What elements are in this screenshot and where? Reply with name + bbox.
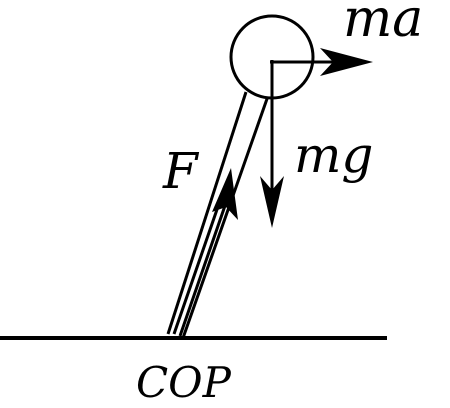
force-arrow-shaft-right	[178, 196, 230, 337]
mg-arrow-head	[260, 176, 284, 228]
ma-arrow-head	[320, 48, 373, 76]
leg-right-edge	[181, 95, 270, 339]
ma-label: ma	[343, 0, 423, 49]
force-label: F	[162, 142, 200, 200]
force-arrow-head	[212, 168, 238, 220]
force-arrow-shaft-left	[172, 194, 224, 335]
leg-left-edge	[166, 91, 248, 335]
mg-label: mg	[294, 126, 373, 184]
cop-label: COP	[136, 358, 232, 407]
